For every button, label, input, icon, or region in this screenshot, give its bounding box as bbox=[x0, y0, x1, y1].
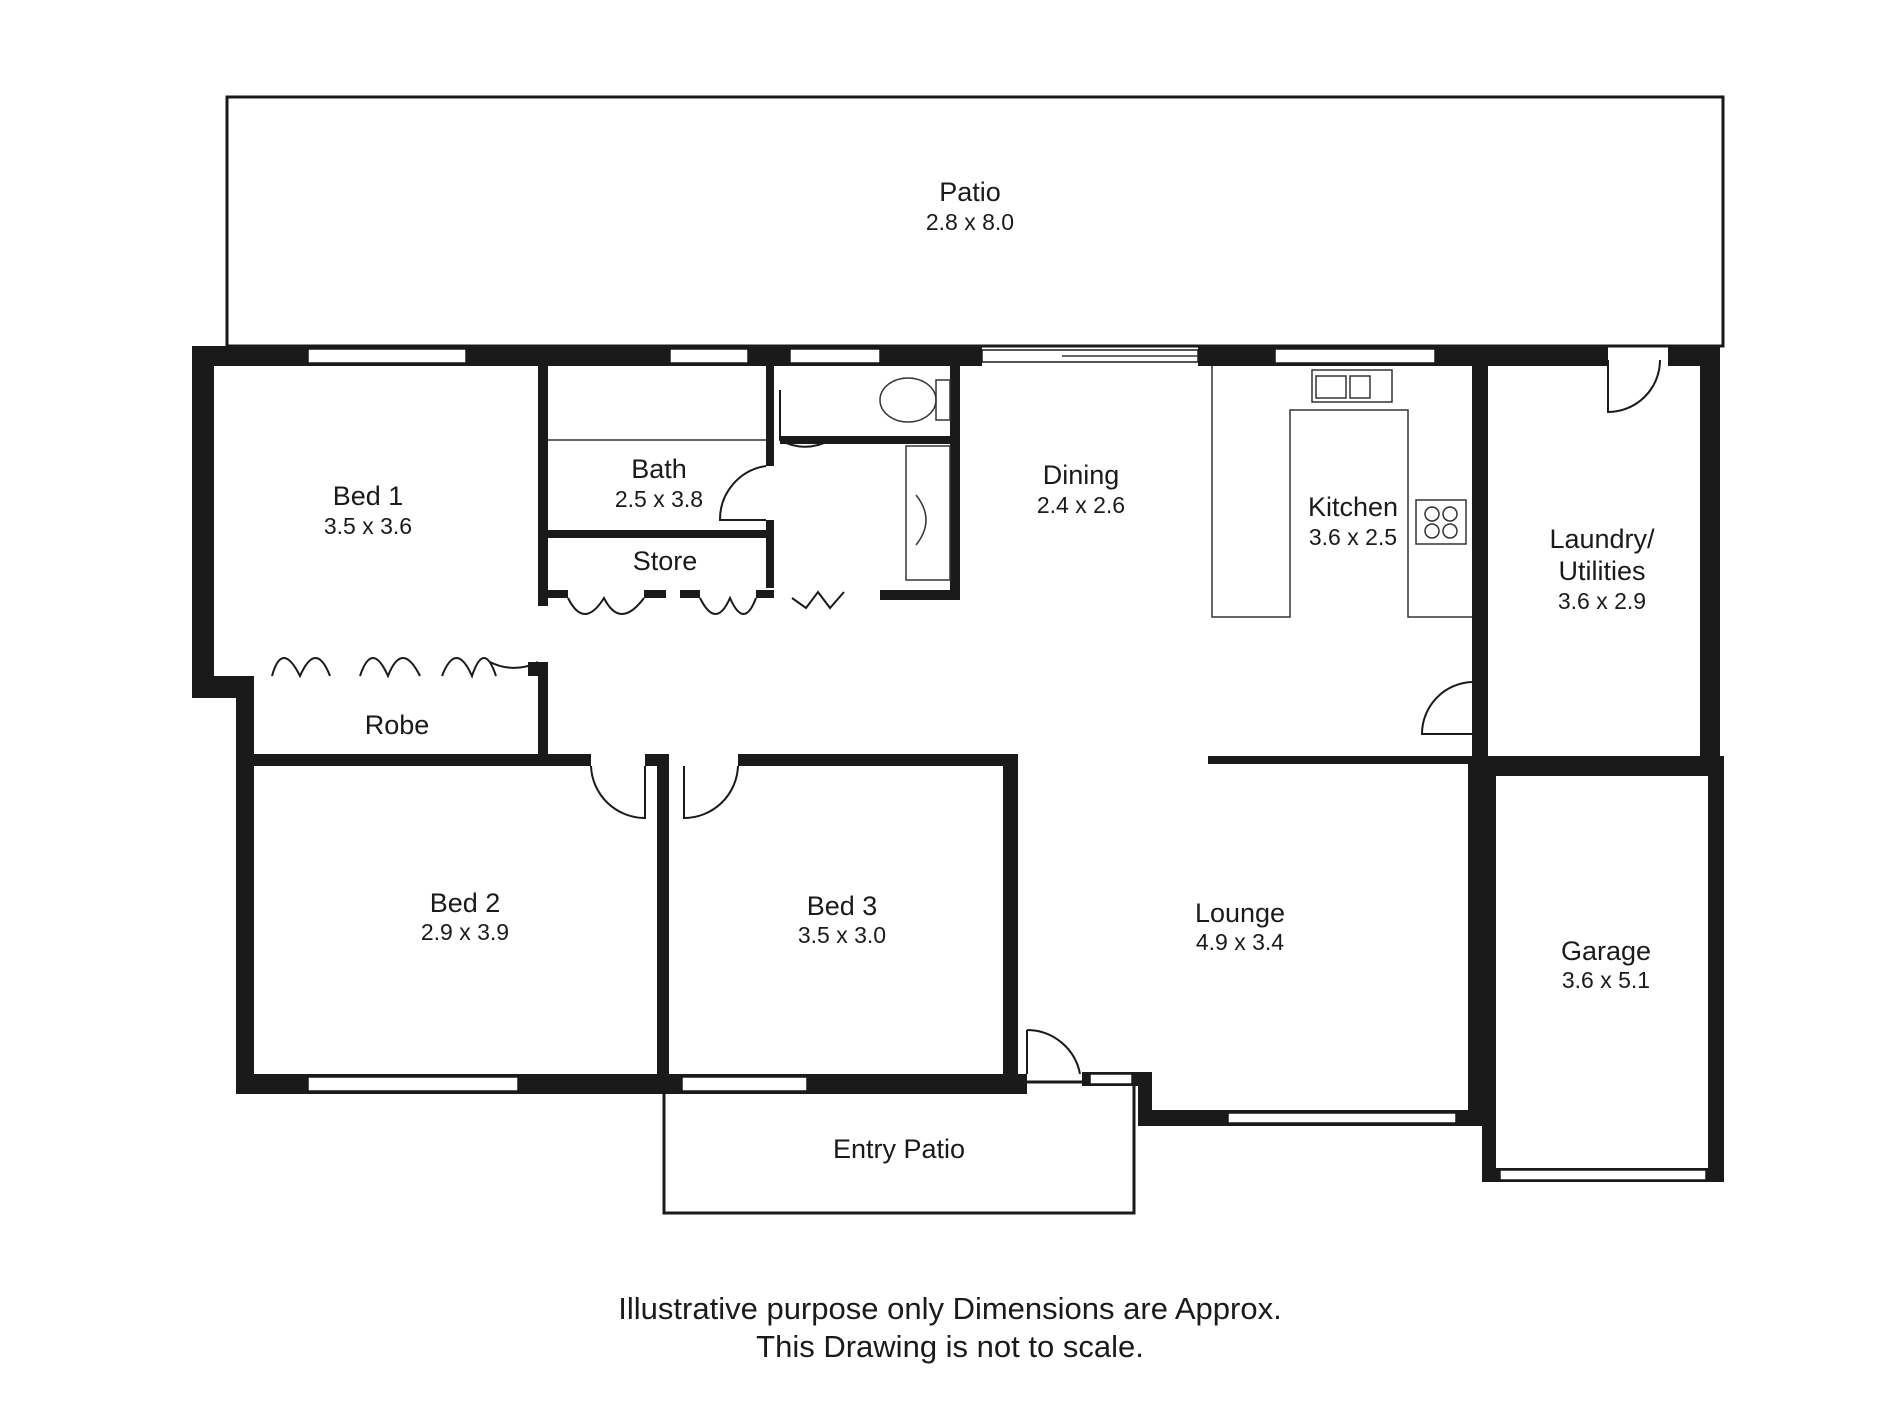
kitchen-dims: 3.6 x 2.5 bbox=[1309, 524, 1397, 550]
robe-label: Robe bbox=[365, 710, 430, 740]
bed2-dims: 2.9 x 3.9 bbox=[421, 919, 509, 945]
vanity-icon bbox=[905, 445, 951, 581]
toilet-icon bbox=[879, 377, 937, 423]
room-labels: Patio 2.8 x 8.0 Bed 1 3.5 x 3.6 Bath 2.5… bbox=[324, 177, 1655, 1164]
patio-dims: 2.8 x 8.0 bbox=[926, 209, 1014, 235]
bed3-dims: 3.5 x 3.0 bbox=[798, 922, 886, 948]
laundry-label-line2: Utilities bbox=[1558, 556, 1645, 586]
entry-patio-label: Entry Patio bbox=[833, 1134, 965, 1164]
windows bbox=[307, 348, 1707, 1181]
bed3-label: Bed 3 bbox=[807, 891, 878, 921]
laundry-label-line1: Laundry/ bbox=[1549, 524, 1655, 554]
disclaimer: Illustrative purpose only Dimensions are… bbox=[0, 1290, 1900, 1366]
bath-dims: 2.5 x 3.8 bbox=[615, 486, 703, 512]
dining-dims: 2.4 x 2.6 bbox=[1037, 492, 1125, 518]
sink-icon bbox=[1311, 369, 1393, 403]
bed1-label: Bed 1 bbox=[333, 481, 404, 511]
garage-label: Garage bbox=[1561, 936, 1651, 966]
laundry-dims: 3.6 x 2.9 bbox=[1558, 588, 1646, 614]
lounge-label: Lounge bbox=[1195, 898, 1285, 928]
bath-label: Bath bbox=[631, 454, 687, 484]
disclaimer-line2: This Drawing is not to scale. bbox=[756, 1329, 1144, 1364]
bed1-dims: 3.5 x 3.6 bbox=[324, 513, 412, 539]
disclaimer-line1: Illustrative purpose only Dimensions are… bbox=[618, 1291, 1282, 1326]
store-label: Store bbox=[633, 546, 698, 576]
bed2-label: Bed 2 bbox=[430, 888, 501, 918]
fixtures bbox=[548, 366, 1472, 618]
interior-walls bbox=[236, 346, 1472, 1094]
patio-label: Patio bbox=[939, 177, 1001, 207]
dining-label: Dining bbox=[1043, 460, 1120, 490]
door-swings bbox=[271, 359, 1661, 1075]
kitchen-label: Kitchen bbox=[1308, 492, 1398, 522]
cooktop-icon bbox=[1415, 499, 1467, 545]
garage-dims: 3.6 x 5.1 bbox=[1562, 967, 1650, 993]
lounge-dims: 4.9 x 3.4 bbox=[1196, 929, 1284, 955]
